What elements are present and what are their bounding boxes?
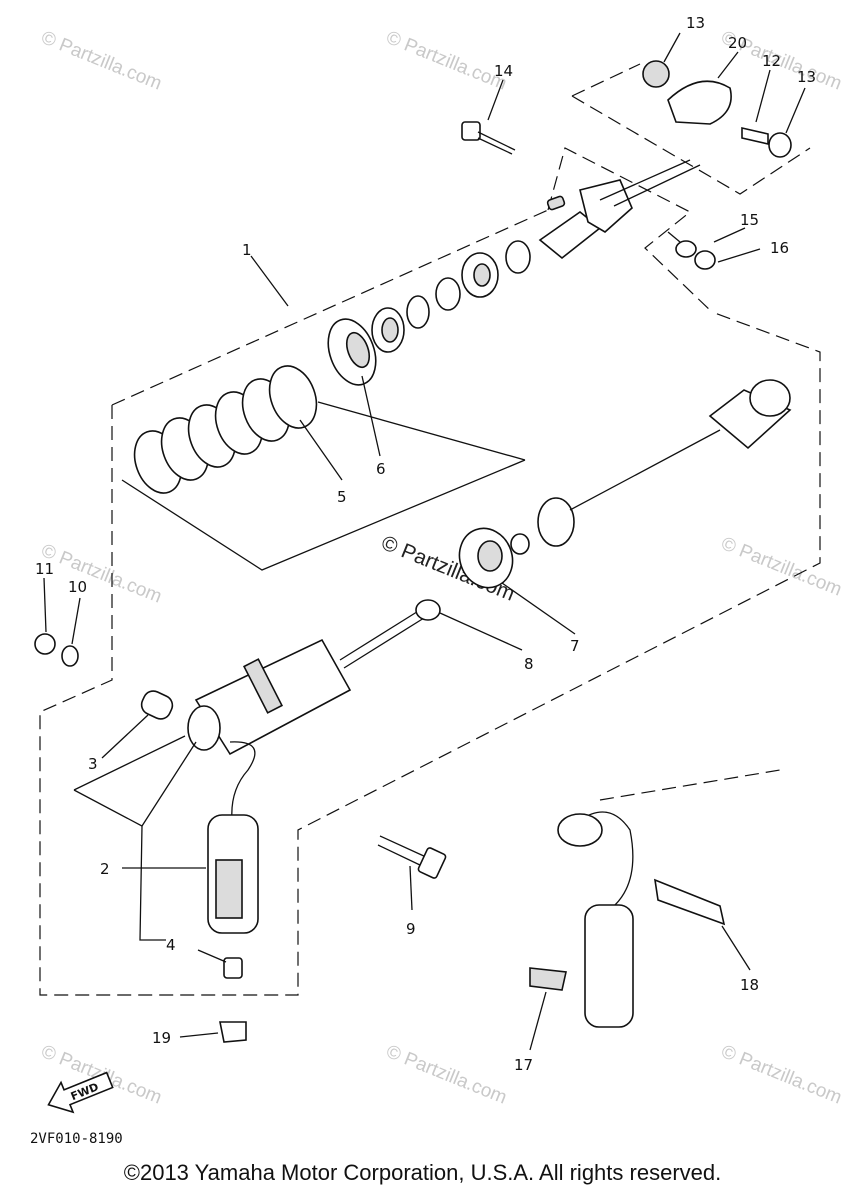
callout-19: 19 <box>152 1029 171 1047</box>
spring-outline <box>121 401 526 571</box>
watermark: © Partzilla.com <box>383 1041 510 1108</box>
callout-6: 6 <box>376 460 386 478</box>
bushings <box>34 633 174 720</box>
callout-13a: 13 <box>686 14 705 32</box>
bolt-14 <box>461 121 516 155</box>
callouts: 1 2 3 4 5 6 7 8 9 10 11 12 13 13 14 15 1… <box>35 14 816 1074</box>
callout-10: 10 <box>68 578 87 596</box>
callout-15: 15 <box>740 211 759 229</box>
callout-14: 14 <box>494 62 513 80</box>
leader-lines <box>43 32 806 1051</box>
watermark: © Partzilla.com <box>718 1041 845 1108</box>
adjuster-stack <box>371 240 531 353</box>
bolt-9 <box>377 835 447 879</box>
callout-20: 20 <box>728 34 747 52</box>
callout-3: 3 <box>88 755 98 773</box>
drawing-code: 2VF010-8190 <box>30 1131 123 1147</box>
spring <box>133 365 318 494</box>
rod-end <box>415 379 792 621</box>
callout-13b: 13 <box>797 68 816 86</box>
spring-seat <box>327 318 377 386</box>
callout-4: 4 <box>166 936 176 954</box>
callout-17: 17 <box>514 1056 533 1074</box>
inset-reservoir <box>529 769 781 1028</box>
top-bracket <box>642 60 792 158</box>
callout-2: 2 <box>100 860 110 878</box>
bracket-outline <box>571 63 811 195</box>
upper-clevis <box>538 179 633 260</box>
assembly-outline <box>39 147 821 996</box>
watermark: © Partzilla.com <box>383 27 510 94</box>
callout-11: 11 <box>35 560 54 578</box>
callout-7: 7 <box>570 637 580 655</box>
small-parts <box>219 957 247 1043</box>
watermarks: © Partzilla.com © Partzilla.com © Partzi… <box>38 27 845 1108</box>
callout-12: 12 <box>762 52 781 70</box>
fwd-label: FWD <box>69 1080 101 1103</box>
callout-5: 5 <box>337 488 347 506</box>
callout-1: 1 <box>242 241 252 259</box>
callout-9: 9 <box>406 920 416 938</box>
callout-16: 16 <box>770 239 789 257</box>
watermark: © Partzilla.com <box>38 27 165 94</box>
washer-nut <box>667 231 716 270</box>
reservoir-2 <box>207 741 259 934</box>
watermark: © Partzilla.com <box>718 533 845 600</box>
callout-8: 8 <box>524 655 534 673</box>
watermark: © Partzilla.com <box>38 540 165 607</box>
callout-18: 18 <box>740 976 759 994</box>
damper-body <box>187 609 425 756</box>
copyright-notice: ©2013 Yamaha Motor Corporation, U.S.A. A… <box>123 1160 722 1185</box>
